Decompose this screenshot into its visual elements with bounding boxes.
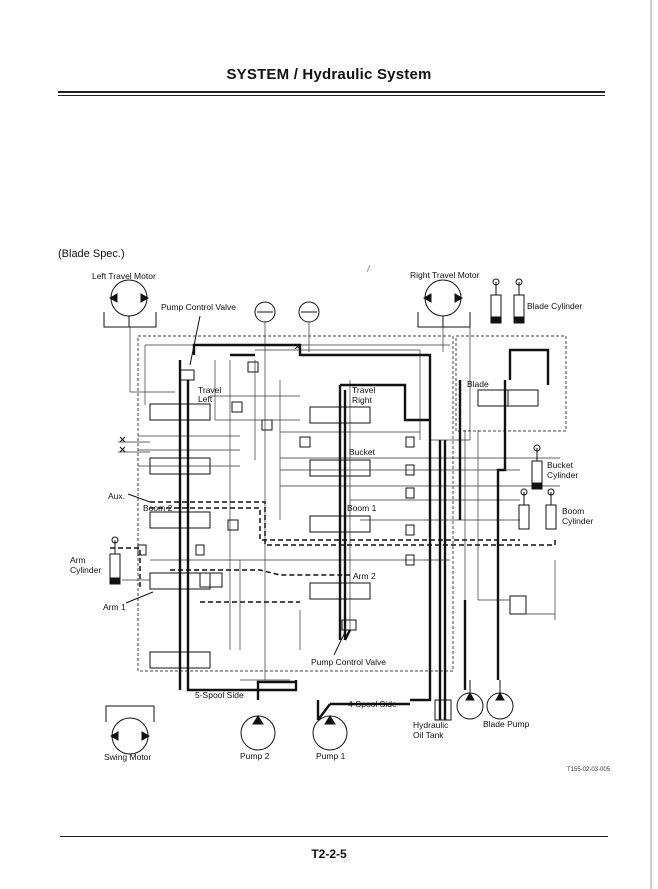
- label-arm-cylinder-1: Arm: [70, 555, 86, 565]
- label-arm-cylinder-2: Cylinder: [70, 565, 102, 575]
- label-swing-motor: Swing Motor: [104, 752, 152, 762]
- pump1-symbol: [312, 715, 348, 751]
- label-boom-cylinder-2: Cylinder: [562, 516, 594, 526]
- label-bucket-cylinder-2: Cylinder: [547, 470, 579, 480]
- label-travel-right-1: Travel: [352, 385, 376, 395]
- diagram-subtitle: (Blade Spec.): [58, 248, 125, 260]
- label-blade-pump: Blade Pump: [483, 719, 530, 729]
- label-boom-cylinder-1: Boom: [562, 506, 585, 516]
- blade-pump-symbols: [456, 680, 514, 720]
- label-bucket-cylinder-1: Bucket: [547, 460, 573, 470]
- page-title: SYSTEM / Hydraulic System: [226, 66, 432, 83]
- bucket-cylinder-symbol: [531, 444, 543, 490]
- label-pump1: Pump 1: [316, 751, 346, 761]
- figure-code: T155-02-03-005: [567, 767, 611, 773]
- label-boom2: Boom 2: [143, 503, 173, 513]
- label-pump2: Pump 2: [240, 751, 270, 761]
- pump2-symbol: [240, 715, 276, 751]
- label-bucket: Bucket: [349, 447, 375, 457]
- swing-motor-symbol: [105, 705, 155, 755]
- label-hydraulic-oil-tank-2: Oil Tank: [413, 730, 444, 740]
- boom-cylinder-symbol: [518, 488, 557, 530]
- label-right-travel-motor: Right Travel Motor: [410, 270, 480, 280]
- label-travel-left-1: Travel: [198, 385, 222, 395]
- label-left-travel-motor: Left Travel Motor: [92, 271, 156, 281]
- label-travel-right-2: Right: [352, 395, 372, 405]
- footer-rule: [60, 836, 608, 837]
- label-pump-control-valve-top: Pump Control Valve: [161, 302, 236, 312]
- blade-cylinder-symbol: [490, 278, 525, 324]
- label-arm1: Arm 1: [103, 602, 126, 612]
- label-blade-cylinder: Blade Cylinder: [527, 301, 583, 311]
- page-edge: [650, 0, 652, 889]
- label-arm2: Arm 2: [353, 571, 376, 581]
- label-hydraulic-oil-tank-1: Hydraulic: [413, 720, 449, 730]
- label-aux: Aux.: [108, 491, 126, 501]
- page-number: T2-2-5: [311, 847, 347, 861]
- title-rule: [58, 91, 605, 93]
- label-four-spool-side: 4-Spool Side: [348, 699, 397, 709]
- label-blade: Blade: [467, 379, 489, 389]
- label-travel-left-2: Left: [198, 394, 213, 404]
- title-rule-thin: [58, 95, 605, 96]
- left-travel-motor-symbol: [103, 279, 157, 328]
- right-travel-motor-symbol: [417, 279, 471, 328]
- label-five-spool-side: 5-Spool Side: [195, 690, 244, 700]
- hydraulic-oil-tank-symbol: [434, 699, 452, 721]
- arm-cylinder-symbol: [109, 536, 121, 585]
- label-pump-control-valve-bottom: Pump Control Valve: [311, 657, 386, 667]
- spool-blade: [477, 389, 539, 407]
- label-boom1: Boom 1: [347, 503, 377, 513]
